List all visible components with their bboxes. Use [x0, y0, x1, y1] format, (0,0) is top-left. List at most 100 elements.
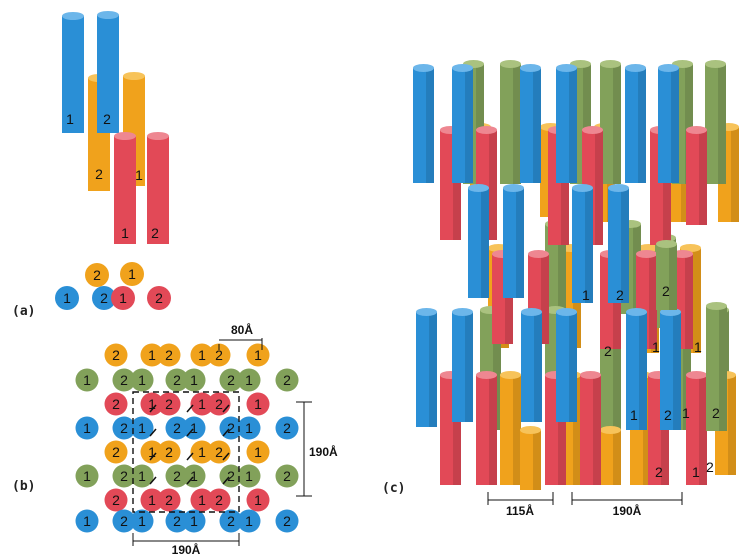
- cylinder-blue: [452, 64, 473, 183]
- svg-text:1: 1: [245, 420, 253, 436]
- lattice-circle-green: 2: [112, 368, 136, 392]
- dim-80: 80Å: [218, 322, 263, 350]
- lattice-circle-blue: 2: [275, 416, 299, 440]
- svg-text:1: 1: [83, 420, 91, 436]
- svg-text:1: 1: [128, 266, 136, 282]
- lattice-circle-orange: 1: [140, 343, 164, 367]
- dim-115: 115Å: [487, 492, 554, 518]
- cylinder-green: [705, 60, 726, 184]
- rod-red-2: 2: [147, 132, 169, 244]
- svg-text:1: 1: [682, 405, 690, 421]
- cylinder-blue: [572, 184, 593, 303]
- svg-text:2: 2: [712, 405, 720, 421]
- svg-text:2: 2: [112, 492, 120, 508]
- panel-c-labels: 1 2 2 2 1 1 2 1 2 1 2 1 2: [582, 283, 720, 480]
- svg-text:1: 1: [692, 464, 700, 480]
- lattice-circle-blue: 2: [112, 509, 136, 533]
- svg-text:190Å: 190Å: [613, 503, 642, 518]
- lattice-circle-blue: 1: [182, 509, 206, 533]
- cylinder-blue: [658, 64, 679, 183]
- svg-text:80Å: 80Å: [231, 322, 253, 337]
- lattice-circle-red: 1: [140, 488, 164, 512]
- svg-text:1: 1: [63, 290, 71, 306]
- cylinder-green: [706, 302, 727, 431]
- rod-blue-1: 1: [62, 12, 84, 133]
- lattice-circle-green: 2: [219, 368, 243, 392]
- svg-text:1: 1: [254, 444, 262, 460]
- lattice-circle-blue: 1: [237, 416, 261, 440]
- lattice-circle-green: 1: [182, 464, 206, 488]
- cylinder-blue: [416, 308, 437, 427]
- cylinder-blue: [521, 308, 542, 422]
- svg-text:190Å: 190Å: [172, 542, 201, 557]
- svg-text:2: 2: [215, 444, 223, 460]
- svg-text:2: 2: [662, 283, 670, 299]
- svg-text:1: 1: [83, 468, 91, 484]
- panel-label-c: (c): [382, 481, 405, 496]
- svg-text:1: 1: [198, 347, 206, 363]
- svg-text:1: 1: [190, 420, 198, 436]
- svg-text:2: 2: [173, 468, 181, 484]
- lattice-circle-orange: 2: [104, 440, 128, 464]
- lattice-circle-red: 1: [246, 488, 270, 512]
- svg-text:1: 1: [138, 372, 146, 388]
- svg-text:1: 1: [148, 492, 156, 508]
- svg-text:1: 1: [66, 111, 74, 127]
- cylinder-blue: [556, 64, 577, 183]
- lattice-circle-orange: 2: [157, 343, 181, 367]
- lattice-circle-red: 2: [104, 488, 128, 512]
- lattice-circle-blue: 1: [182, 416, 206, 440]
- circle-blue-1: 1: [55, 286, 79, 310]
- svg-text:2: 2: [165, 396, 173, 412]
- lattice-circle-blue: 2: [275, 509, 299, 533]
- cylinder-green: [500, 60, 521, 184]
- svg-text:2: 2: [215, 347, 223, 363]
- cylinder-orange: [600, 426, 621, 485]
- lattice-circle-orange: 2: [207, 440, 231, 464]
- svg-text:2: 2: [165, 347, 173, 363]
- svg-text:1: 1: [138, 468, 146, 484]
- unit-cell-box: [132, 391, 240, 513]
- lattice-circle-green: 2: [165, 368, 189, 392]
- svg-text:1: 1: [148, 347, 156, 363]
- svg-text:1: 1: [148, 396, 156, 412]
- cylinder-red: [476, 371, 497, 485]
- svg-text:2: 2: [165, 492, 173, 508]
- lattice-circle-green: 1: [75, 368, 99, 392]
- svg-text:1: 1: [138, 513, 146, 529]
- svg-text:1: 1: [245, 468, 253, 484]
- cylinder-blue: [452, 308, 473, 422]
- svg-text:2: 2: [112, 396, 120, 412]
- rod-field: [413, 60, 739, 490]
- cylinder-orange: [500, 371, 521, 485]
- cylinder-blue: [626, 308, 647, 430]
- lattice-circle-red: 2: [157, 392, 181, 416]
- svg-text:1: 1: [190, 468, 198, 484]
- lattice-circle-orange: 1: [246, 440, 270, 464]
- svg-text:2: 2: [604, 343, 612, 359]
- svg-text:115Å: 115Å: [506, 503, 534, 518]
- cylinder-blue: [556, 308, 577, 422]
- svg-text:1: 1: [254, 396, 262, 412]
- svg-text:1: 1: [254, 492, 262, 508]
- panel-a-cross-section: 2 1 1 2 1 2: [55, 262, 171, 310]
- svg-text:2: 2: [283, 513, 291, 529]
- circle-orange-2: 2: [85, 263, 109, 287]
- svg-text:2: 2: [227, 468, 235, 484]
- svg-text:2: 2: [283, 468, 291, 484]
- lattice-circle-orange: 1: [246, 343, 270, 367]
- cylinder-red: [686, 371, 707, 485]
- lattice-circle-blue: 1: [130, 509, 154, 533]
- svg-text:1: 1: [694, 339, 702, 355]
- lattice-circle-red: 2: [207, 488, 231, 512]
- lattice-circle-green: 1: [130, 368, 154, 392]
- cylinder-green: [656, 240, 677, 310]
- lattice-circle-orange: 1: [190, 440, 214, 464]
- svg-text:1: 1: [190, 372, 198, 388]
- lattice-circle-red: 2: [104, 392, 128, 416]
- cylinder-blue: [468, 184, 489, 298]
- cylinder-green: [600, 60, 621, 184]
- axis-marks: [149, 404, 230, 485]
- svg-text:1: 1: [83, 372, 91, 388]
